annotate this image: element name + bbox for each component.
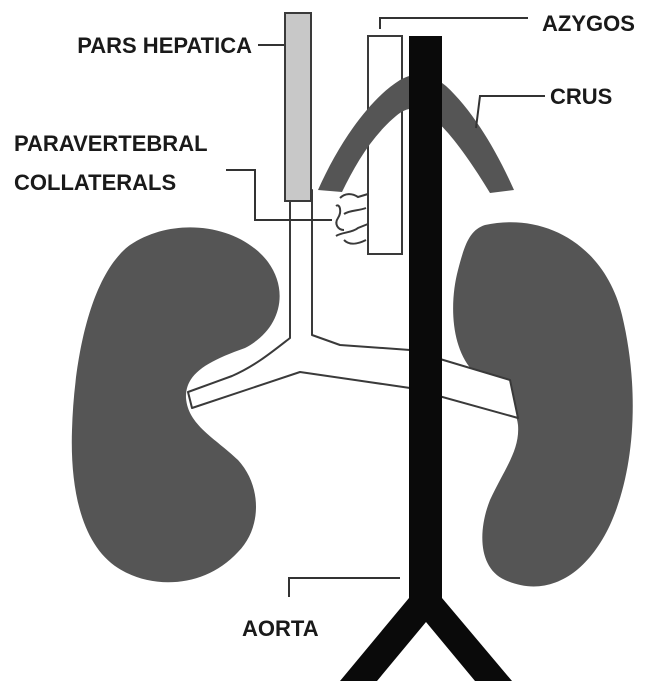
aorta-leader bbox=[289, 578, 400, 597]
crus-leader bbox=[476, 96, 545, 128]
pars-hepatica-vessel bbox=[285, 13, 311, 201]
paravertebral-leader bbox=[226, 170, 332, 220]
crus-label: CRUS bbox=[550, 84, 612, 109]
azygos-vein bbox=[368, 36, 402, 254]
paravertebral-collaterals bbox=[336, 194, 368, 244]
pars-hepatica-label: PARS HEPATICA bbox=[77, 33, 252, 58]
aorta-label: AORTA bbox=[242, 616, 319, 641]
paravertebral-label-line1: PARAVERTEBRAL bbox=[14, 131, 208, 156]
left-kidney bbox=[72, 227, 280, 582]
azygos-label: AZYGOS bbox=[542, 11, 635, 36]
azygos-leader bbox=[380, 18, 528, 29]
paravertebral-label-line2: COLLATERALS bbox=[14, 170, 176, 195]
